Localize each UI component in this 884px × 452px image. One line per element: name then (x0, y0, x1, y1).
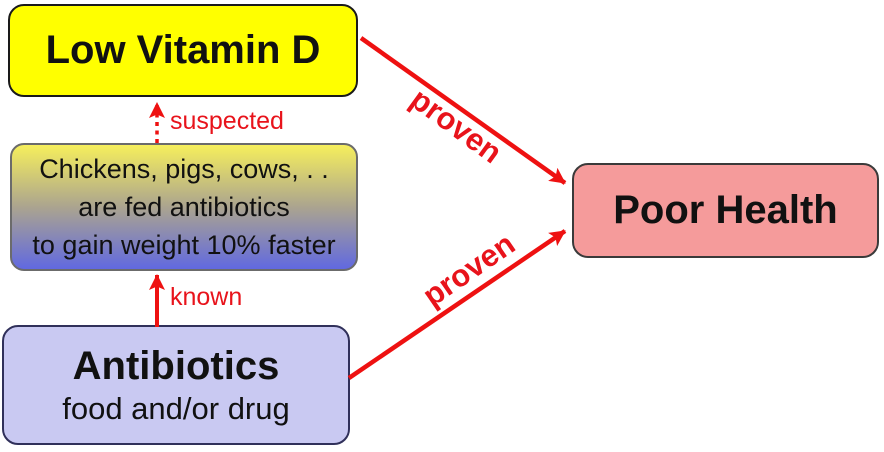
node-poor-health-label: Poor Health (613, 188, 838, 232)
node-poor-health: Poor Health (572, 163, 879, 258)
suspected-label: suspected (170, 107, 284, 135)
fact-line-3: to gain weight 10% faster (32, 230, 336, 260)
proven-arrow-bottom (347, 229, 567, 380)
node-low-vitamin-d: Low Vitamin D (8, 4, 358, 97)
fact-line-1: Chickens, pigs, cows, . . (39, 154, 329, 184)
node-low-vitamin-d-label: Low Vitamin D (45, 28, 321, 72)
fact-line-2: are fed antibiotics (78, 192, 290, 222)
node-antibiotics-subtitle: food and/or drug (62, 391, 290, 426)
node-farm-animals-fact: Chickens, pigs, cows, . . are fed antibi… (10, 143, 358, 271)
proven-label-top: proven (404, 81, 509, 171)
node-antibiotics: Antibiotics food and/or drug (2, 325, 350, 445)
node-antibiotics-title: Antibiotics (72, 344, 280, 388)
proven-label-bottom: proven (416, 225, 522, 314)
known-label: known (170, 283, 243, 311)
